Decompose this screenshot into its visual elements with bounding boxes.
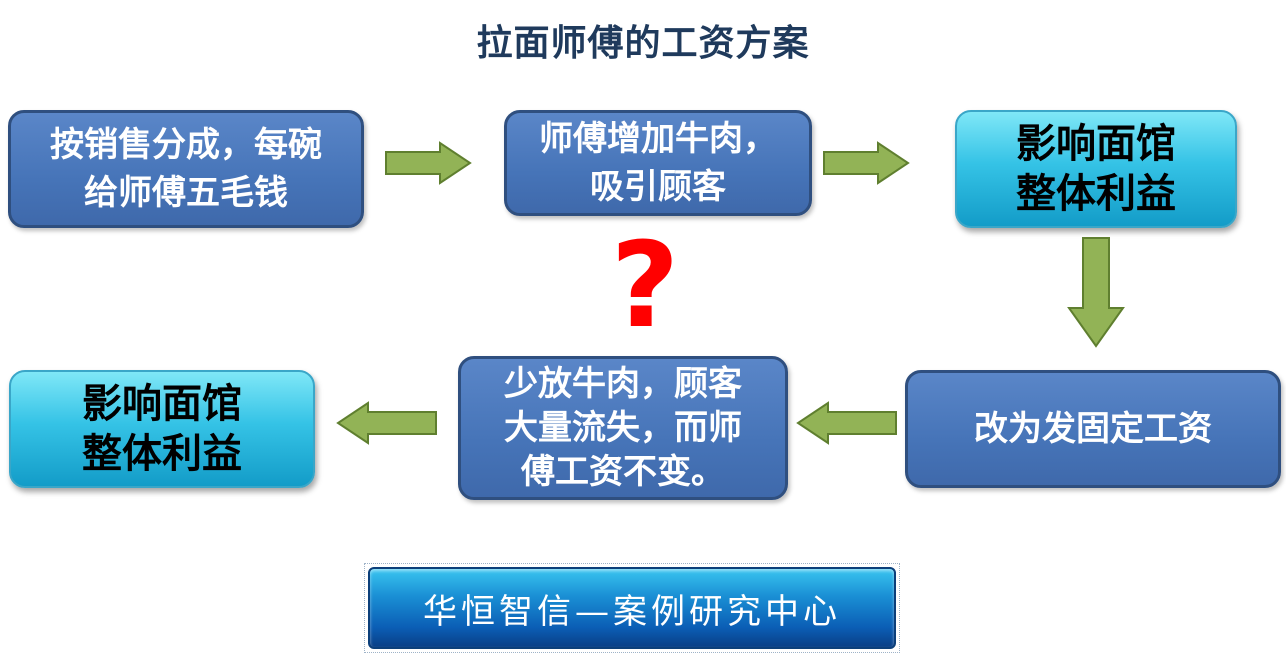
node-impact-top-label: 影响面馆 整体利益: [1016, 121, 1176, 217]
node-more-beef-label: 师傅增加牛肉， 吸引顾客: [539, 119, 777, 207]
node-sales-commission-label: 按销售分成，每碗 给师傅五毛钱: [50, 125, 322, 213]
node-fixed-salary: 改为发固定工资: [905, 370, 1281, 488]
node-impact-bottom: 影响面馆 整体利益: [9, 370, 315, 488]
question-mark: ?: [610, 216, 680, 354]
node-fixed-salary-label: 改为发固定工资: [974, 409, 1212, 449]
node-impact-bottom-label: 影响面馆 整体利益: [82, 381, 242, 477]
node-more-beef: 师傅增加牛肉， 吸引顾客: [504, 110, 812, 216]
left-arrow-icon: [796, 401, 897, 445]
node-less-beef: 少放牛肉，顾客 大量流失，而师 傅工资不变。: [458, 356, 788, 500]
banner-frame: 华恒智信—案例研究中心: [364, 563, 900, 653]
research-center-banner: 华恒智信—案例研究中心: [368, 567, 896, 649]
banner-label: 华恒智信—案例研究中心: [423, 591, 841, 632]
right-arrow-icon: [385, 141, 472, 185]
node-sales-commission: 按销售分成，每碗 给师傅五毛钱: [8, 110, 364, 228]
right-arrow-icon: [823, 141, 910, 185]
down-arrow-icon: [1067, 237, 1125, 348]
node-impact-top: 影响面馆 整体利益: [955, 110, 1237, 228]
diagram-title: 拉面师傅的工资方案: [476, 23, 810, 64]
node-less-beef-label: 少放牛肉，顾客 大量流失，而师 傅工资不变。: [504, 364, 742, 492]
left-arrow-icon: [336, 401, 437, 445]
